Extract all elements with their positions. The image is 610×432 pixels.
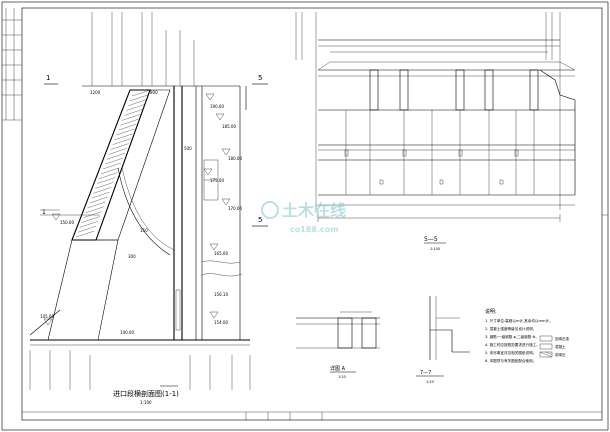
hatch-line <box>95 182 114 189</box>
elev-label-0: 190.00 <box>210 104 224 109</box>
elevation-markers <box>43 93 231 326</box>
hatch-line <box>116 128 135 136</box>
hatch-line <box>87 201 106 209</box>
hatch-line <box>120 119 139 126</box>
notes-line-2: 3. 钢筋:一级钢筋 φ,二级钢筋 Φ。 <box>485 334 539 339</box>
hatch-line <box>130 94 149 102</box>
hatch-line <box>104 157 123 165</box>
hatch-line <box>106 153 125 160</box>
watermark-sub: co188.com <box>290 225 339 234</box>
elev-label-8: 150.00 <box>60 220 74 225</box>
detail-7-7-title: 7—7 <box>420 370 431 376</box>
elev-label-6: 156.10 <box>214 292 228 297</box>
hatch-line <box>81 216 100 223</box>
dim-label-2: 500 <box>184 146 192 151</box>
elev-label-4: 170.00 <box>228 206 242 211</box>
hatch-line <box>124 109 143 116</box>
notes-title: 说明: <box>485 308 497 315</box>
section-mark-1a: 1 <box>46 74 50 82</box>
hatch-line <box>99 172 118 179</box>
legend-item-0: 回填石渣 <box>555 336 569 341</box>
elev-label-10: 140.00 <box>120 330 134 335</box>
notes-line-3: 4. 施工时应按规范要求进行施工。 <box>485 342 540 347</box>
notes-line-1: 2. 混凝土强度等级见设计说明。 <box>485 326 536 331</box>
legend-item-2: 浆砌石 <box>555 352 566 357</box>
dim-label-3: 300 <box>128 254 136 259</box>
elev-label-9: 145.00 <box>40 314 54 319</box>
main-scale: 1:100 <box>140 400 152 405</box>
notes-line-0: 1. 尺寸单位:高程以m计,其余均以mm计。 <box>485 318 553 323</box>
hatch-line <box>75 230 94 238</box>
hatch-line <box>97 177 116 184</box>
dim-label-1: 800 <box>150 90 158 95</box>
detail-7-7-scale: 1:20 <box>426 380 434 384</box>
hatch-line <box>83 211 102 218</box>
section-5-5 <box>295 12 576 244</box>
hatch-line <box>122 114 141 121</box>
hatch-line <box>85 206 104 213</box>
section-mark-5b: 5 <box>258 216 262 224</box>
detail-7-7 <box>416 296 470 377</box>
elev-label-7: 154.00 <box>214 320 228 325</box>
section-mark-1b: 1 <box>42 209 46 216</box>
hatch-line <box>126 104 145 111</box>
title-strip <box>22 214 608 420</box>
elev-label-3: 175.00 <box>210 178 224 183</box>
hatch-line <box>112 138 131 145</box>
hatch-line <box>89 196 108 204</box>
main-title: 进口段横剖面图(1-1) <box>113 389 179 398</box>
hatch-line <box>91 192 110 199</box>
elev-label-2: 180.00 <box>228 156 242 161</box>
elev-label-5: 165.00 <box>214 251 228 256</box>
watermark: 土木在线 co188.com <box>261 201 346 234</box>
detail-a <box>296 311 380 373</box>
hatch-line <box>93 187 112 194</box>
watermark-main: 土木在线 <box>282 201 346 220</box>
elevation-scale-top <box>82 12 240 87</box>
sloped-wall-hatch <box>75 89 151 238</box>
elevation-scale-bottom <box>29 350 251 390</box>
detail-a-scale: 1:20 <box>338 375 346 379</box>
dim-label-4: 150 <box>140 228 148 233</box>
detail-a-title: 详图 A <box>330 365 346 372</box>
hatch-line <box>79 221 98 228</box>
hatch-line <box>101 167 120 175</box>
legend <box>539 335 553 358</box>
hatch-line <box>118 123 137 131</box>
hatch-line <box>114 133 133 140</box>
hatch-line <box>131 89 151 97</box>
hatch-line <box>110 143 129 150</box>
notes-line-5: 6. 本图须与有关图纸配合使用。 <box>485 358 536 363</box>
hatch-line <box>102 162 122 170</box>
main-cross-section <box>29 12 268 390</box>
section-5-5-title: 5—5 <box>424 236 438 243</box>
section-mark-5a: 5 <box>258 74 262 82</box>
hatch-line <box>128 99 147 106</box>
hatch-line <box>77 226 96 233</box>
section-5-5-scale: 1:100 <box>430 247 440 251</box>
hatch-line <box>108 148 127 155</box>
elev-label-1: 185.00 <box>222 124 236 129</box>
dim-label-0: 1200 <box>90 90 101 95</box>
notes-line-4: 5. 未尽事宜详见相关图纸说明。 <box>485 350 536 355</box>
binding-strip <box>2 8 22 121</box>
legend-item-1: 混凝土 <box>555 344 566 349</box>
drawing-frame <box>21 7 603 421</box>
